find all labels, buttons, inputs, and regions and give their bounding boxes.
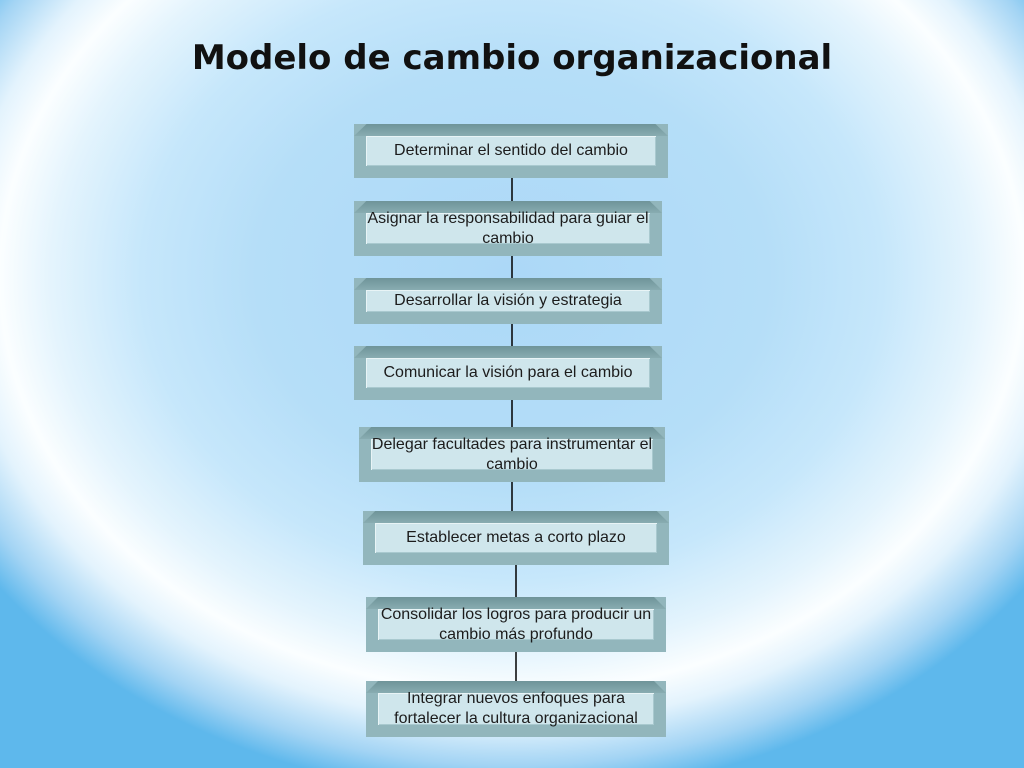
step-box-7: Consolidar los logros para producir un c…	[366, 597, 666, 652]
step-box-4: Comunicar la visión para el cambio	[354, 346, 662, 400]
step-label: Establecer metas a corto plazo	[406, 529, 626, 546]
step-box-8: Integrar nuevos enfoques para fortalecer…	[366, 681, 666, 737]
step-label: Desarrollar la visión y estrategia	[394, 292, 622, 309]
step-label: Consolidar los logros para producir un c…	[380, 605, 652, 643]
step-label: Comunicar la visión para el cambio	[383, 364, 633, 381]
step-box-6: Establecer metas a corto plazo	[363, 511, 669, 565]
page-title: Modelo de cambio organizacional	[191, 38, 833, 78]
step-box-1: Determinar el sentido del cambio	[354, 124, 668, 178]
step-label: Asignar la responsabilidad para guiar el…	[367, 209, 649, 247]
step-box-5: Delegar facultades para instrumentar el …	[359, 427, 665, 482]
step-label: Determinar el sentido del cambio	[394, 142, 628, 159]
step-label: Delegar facultades para instrumentar el …	[371, 435, 653, 473]
step-label: Integrar nuevos enfoques para fortalecer…	[394, 690, 638, 727]
step-box-2: Asignar la responsabilidad para guiar el…	[354, 201, 662, 256]
step-box-3: Desarrollar la visión y estrategia	[354, 278, 662, 324]
